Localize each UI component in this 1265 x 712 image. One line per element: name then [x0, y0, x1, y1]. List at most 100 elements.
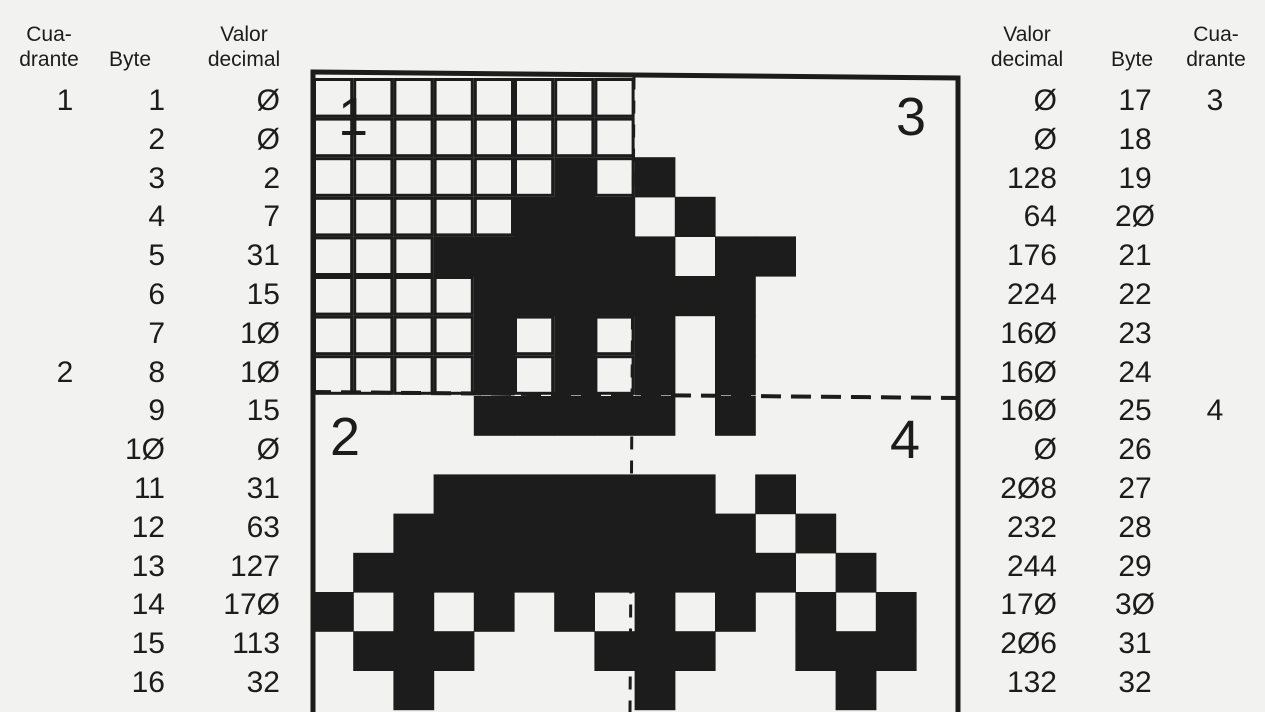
sprite-pixel-on	[635, 316, 676, 356]
sprite-grid-square	[516, 317, 553, 354]
sprite-pixel-on	[554, 316, 595, 356]
sprite-pixel-on	[393, 553, 434, 593]
sprite-pixel-on	[635, 157, 676, 197]
sprite-grid-square	[556, 119, 593, 156]
sprite-pixel-on	[393, 670, 434, 710]
sprite-grid-square	[395, 80, 432, 117]
sprite-pixel-on	[474, 276, 515, 316]
sprite-pixel-on	[755, 553, 796, 593]
sprite-pixel-on	[554, 197, 595, 237]
sprite-pixel-on	[514, 276, 555, 316]
sprite-pixel-on	[715, 396, 756, 436]
sprite-grid-square	[596, 119, 633, 156]
sprite-grid-square	[435, 278, 472, 315]
sprite-pixel-on	[675, 474, 716, 514]
sprite-pixel-on	[635, 236, 676, 276]
sprite-grid-square	[355, 238, 392, 275]
quadrant-2-label: 2	[330, 407, 360, 467]
sprite-pixel-on	[876, 592, 917, 632]
sprite-grid-square	[315, 317, 352, 354]
sprite-grid-square	[315, 278, 352, 315]
vertical-quadrant-divider	[630, 78, 634, 712]
quadrant-1-label: 1	[338, 87, 368, 147]
sprite-grid-square	[355, 278, 392, 315]
sprite-grid-square	[355, 159, 392, 196]
sprite-grid-square	[435, 357, 472, 394]
sprite-grid-square	[395, 159, 432, 196]
sprite-grid-square	[516, 159, 553, 196]
sprite-grid-square	[355, 357, 392, 394]
sprite-pixel-on	[795, 514, 836, 554]
sprite-pixel-on	[434, 474, 475, 514]
sprite-grid-square	[435, 159, 472, 196]
sprite-grid-square	[395, 198, 432, 235]
sprite-pixel-on	[514, 396, 555, 436]
sprite-pixel-on	[635, 670, 676, 710]
sprite-pixel-on	[715, 592, 756, 632]
sprite-pixel-on	[554, 396, 595, 436]
sprite-grid-square	[355, 317, 392, 354]
sprite-grid-square	[315, 198, 352, 235]
sprite-pixel-on	[393, 631, 434, 671]
sprite-pixel-on	[755, 236, 796, 276]
sprite-pixel-on	[474, 474, 515, 514]
sprite-pixel-on	[715, 236, 756, 276]
sprite-pixel-on	[635, 553, 676, 593]
sprite-pixel-on	[474, 592, 515, 632]
quadrant-3-label: 3	[896, 87, 926, 147]
sprite-pixel-on	[876, 631, 917, 671]
sprite-pixel-on	[474, 553, 515, 593]
sprite-pixel-on	[514, 236, 555, 276]
sprite-grid-square	[516, 80, 553, 117]
sprite-pixel-on	[715, 355, 756, 395]
sprite-grid-square	[395, 238, 432, 275]
sprite-grid-square	[596, 357, 633, 394]
sprite-pixel-on	[554, 157, 595, 197]
sprite-pixel-on	[594, 236, 635, 276]
sprite-grid-square	[475, 159, 512, 196]
sprite-pixel-on	[836, 631, 877, 671]
sprite-grid-square	[475, 119, 512, 156]
sprite-pixel-on	[594, 396, 635, 436]
sprite-pixel-on	[594, 474, 635, 514]
sprite-pixel-on	[675, 514, 716, 554]
sprite-grid-square	[516, 119, 553, 156]
sprite-grid-square	[596, 80, 633, 117]
sprite-grid-square	[435, 80, 472, 117]
sprite-pixel-on	[554, 236, 595, 276]
sprite-pixel-on	[594, 197, 635, 237]
sprite-pixel-on	[514, 514, 555, 554]
sprite-pixel-on	[514, 474, 555, 514]
sprite-grid-square	[435, 317, 472, 354]
sprite-pixel-on	[594, 553, 635, 593]
sprite-pixel-on	[795, 592, 836, 632]
sprite-pixel-on	[795, 631, 836, 671]
sprite-pixel-on	[474, 514, 515, 554]
sprite-pixel-on	[313, 592, 354, 632]
sprite-pixel-on	[554, 514, 595, 554]
sprite-pixel-on	[554, 553, 595, 593]
sprite-pixel-on	[836, 670, 877, 710]
sprite-pixel-on	[715, 553, 756, 593]
sprite-pixel-on	[514, 197, 555, 237]
sprite-pixel-on	[434, 553, 475, 593]
sprite-grid-square	[475, 80, 512, 117]
sprite-grid-square	[315, 238, 352, 275]
sprite-pixel-on	[554, 276, 595, 316]
sprite-pixel-on	[554, 474, 595, 514]
sprite-pixel-on	[715, 514, 756, 554]
sprite-grid-square	[315, 159, 352, 196]
sprite-grid-square	[395, 119, 432, 156]
sprite-pixel-on	[353, 631, 394, 671]
sprite-pixel-on	[836, 553, 877, 593]
sprite-pixel-on	[635, 514, 676, 554]
sprite-grid-square	[435, 198, 472, 235]
sprite-grid-square	[596, 159, 633, 196]
sprite-pixel-on	[635, 474, 676, 514]
sprite-pixel-on	[755, 474, 796, 514]
sprite-grid-square	[435, 119, 472, 156]
sprite-pixel-on	[594, 514, 635, 554]
sprite-grid-square	[395, 278, 432, 315]
sprite-pixel-on	[675, 276, 716, 316]
sprite-pixel-on	[635, 631, 676, 671]
